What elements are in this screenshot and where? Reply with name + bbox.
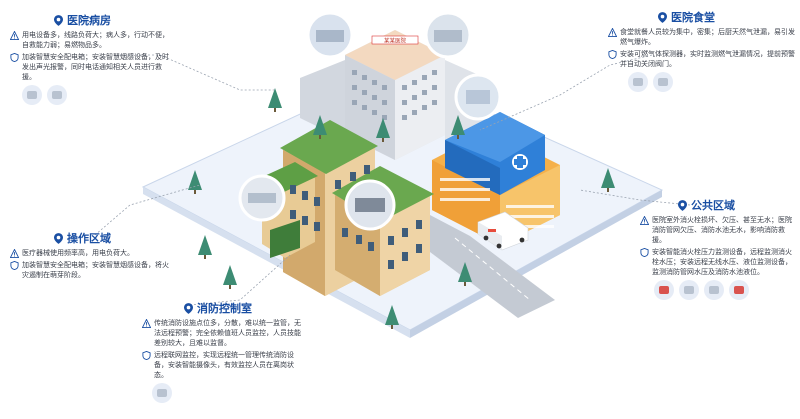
canteen-risk-text: 食堂就餐人员较为集中，密集；后厨天然气泄漏，易引发燃气爆炸。 xyxy=(620,28,795,46)
control-room-measure-text: 远程联网监控，实现远程统一管理传统消防设备，安装智能摄像头，有效监控人员在离岗状… xyxy=(154,351,294,379)
operation-measure-text: 加装智慧安全配电箱；安装智慧烟感设备，将火灾遏制在萌芽阶段。 xyxy=(22,261,169,279)
public-area-measure-text: 安装智能消火栓压力监测设备，远程监测消火栓水压；安装远程无线水压、液位监测设备，… xyxy=(652,248,792,276)
ward-measure-text: 加装智慧安全配电箱；安装智慧烟感设备，及时发出声光报警，同时电话通知相关人员进行… xyxy=(22,53,169,81)
location-pin-icon xyxy=(184,303,193,314)
operation-risk-text: 医疗器械使用频率高，用电负荷大。 xyxy=(22,249,134,257)
ambulance xyxy=(477,211,529,251)
photo-callouts xyxy=(238,11,502,231)
shield-icon xyxy=(10,261,19,270)
location-pin-icon xyxy=(54,15,63,26)
warning-icon xyxy=(142,319,151,328)
control-room-title: 消防控制室 xyxy=(197,301,252,315)
connector-lines xyxy=(94,54,691,306)
operation-title: 操作区域 xyxy=(67,231,111,245)
shield-icon xyxy=(640,248,649,257)
warning-icon xyxy=(640,216,649,225)
shield-icon xyxy=(10,53,19,62)
public-area-risk-text: 医院室外消火栓损坏、欠压、甚至无水；医院消防管网欠压、消防水池无水，影响消防救援… xyxy=(652,216,792,244)
ward-risk-text: 用电设备多，线路负荷大；病人多，行动不便，自救能力弱；易燃物品多。 xyxy=(22,31,169,49)
smoke-detector-icon xyxy=(22,85,42,105)
trees xyxy=(188,88,615,329)
hydrant-icon xyxy=(654,280,674,300)
location-pin-icon xyxy=(678,200,687,211)
control-room-panel: 消防控制室 传统消防设施点位多，分散，难以统一监管，无法远程预警；完全依赖值班人… xyxy=(142,303,307,403)
public-area-title: 公共区域 xyxy=(691,198,735,212)
pressure-gauge-icon xyxy=(704,280,724,300)
public-area-panel: 公共区域 医院室外消火栓损坏、欠压、甚至无水；医院消防管网欠压、消防水池无水，影… xyxy=(640,200,796,300)
pressure-gauge-icon xyxy=(679,280,699,300)
shield-icon xyxy=(142,351,151,360)
distribution-box-icon xyxy=(653,72,673,92)
warning-icon xyxy=(10,31,19,40)
canteen-measure-text: 安装可燃气体探测器，实时监测燃气泄漏情况，提前预警并自动关闭阀门。 xyxy=(620,50,795,68)
control-room-risk-text: 传统消防设施点位多，分散，难以统一监管，无法远程预警；完全依赖值班人员监控，人员… xyxy=(154,319,301,347)
road xyxy=(430,215,555,318)
location-pin-icon xyxy=(54,233,63,244)
gas-detector-icon xyxy=(628,72,648,92)
canteen-title: 医院食堂 xyxy=(671,10,715,24)
distribution-box-icon xyxy=(47,85,67,105)
hospital-sign: 某某医院 xyxy=(384,37,407,45)
hydrant-icon xyxy=(729,280,749,300)
shield-icon xyxy=(608,50,617,59)
location-pin-icon xyxy=(658,12,667,23)
front-building xyxy=(260,120,434,296)
camera-icon xyxy=(152,383,172,403)
operation-panel: 操作区域 医疗器械使用频率高，用电负荷大。 加装智慧安全配电箱；安装智慧烟感设备… xyxy=(10,233,170,282)
ward-panel: 医院病房 用电设备多，线路负荷大；病人多，行动不便，自救能力弱；易燃物品多。 加… xyxy=(10,15,170,105)
clinic-building xyxy=(432,112,560,245)
ward-title: 医院病房 xyxy=(67,13,111,27)
main-ward-building: 某某医院 xyxy=(300,30,490,160)
canteen-panel: 医院食堂 食堂就餐人员较为集中，密集；后厨天然气泄漏，易引发燃气爆炸。 安装可燃… xyxy=(608,12,796,92)
warning-icon xyxy=(608,28,617,37)
warning-icon xyxy=(10,249,19,258)
